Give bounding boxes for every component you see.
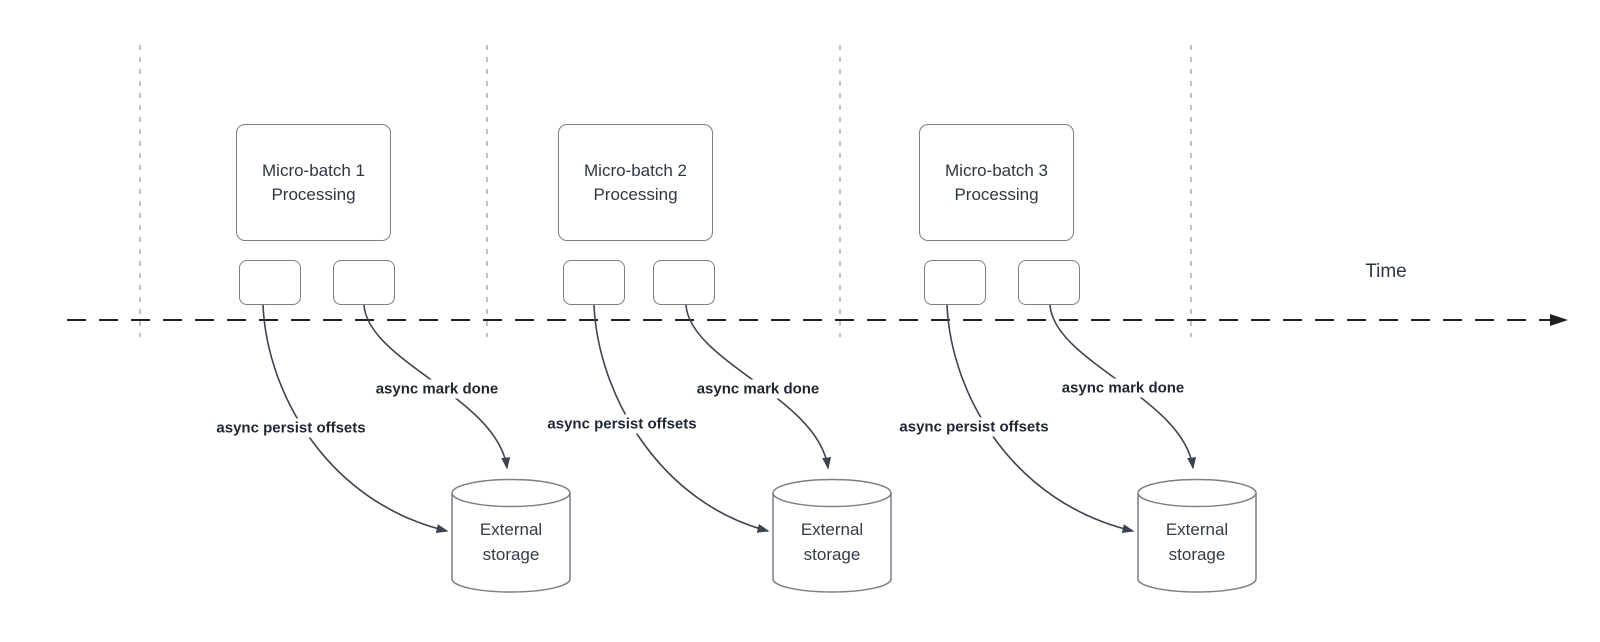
microbatch-1-done-task-box	[333, 260, 395, 305]
external-storage-cylinder-3: External storage	[1137, 478, 1257, 594]
microbatch-3-title: Micro-batch 3 Processing	[945, 160, 1048, 204]
async-mark-done-label-3: async mark done	[1057, 378, 1189, 398]
microbatch-2-offset-task-box	[563, 260, 625, 305]
async-persist-offsets-label-2: async persist offsets	[543, 414, 701, 434]
async-persist-offsets-label-3: async persist offsets	[895, 417, 1053, 437]
microbatch-3-done-task-box	[1018, 260, 1080, 305]
external-storage-cylinder-2: External storage	[772, 478, 892, 594]
microbatch-1-offset-task-box	[239, 260, 301, 305]
persist-offsets-arrow-1	[262, 304, 449, 533]
microbatch-3-offset-task-box	[924, 260, 986, 305]
microbatch-2-processing-box: Micro-batch 2 Processing	[558, 124, 713, 241]
microbatch-2-title: Micro-batch 2 Processing	[584, 160, 687, 204]
time-axis-label: Time	[1365, 261, 1407, 282]
microbatch-2-done-task-box	[653, 260, 715, 305]
cylinder-shape	[451, 478, 571, 593]
external-storage-cylinder-1: External storage	[451, 478, 571, 594]
persist-offsets-arrow-2	[593, 304, 770, 533]
async-mark-done-label-1: async mark done	[371, 379, 503, 399]
microbatch-3-processing-box: Micro-batch 3 Processing	[919, 124, 1074, 241]
microbatch-1-processing-box: Micro-batch 1 Processing	[236, 124, 391, 241]
microbatch-1-title: Micro-batch 1 Processing	[262, 160, 365, 204]
persist-offsets-arrow-3	[946, 304, 1135, 533]
async-persist-offsets-label-1: async persist offsets	[212, 418, 370, 438]
cylinder-shape	[1137, 478, 1257, 593]
external-storage-label-2: External storage	[800, 520, 864, 564]
external-storage-label-3: External storage	[1165, 520, 1229, 564]
cylinder-shape	[772, 478, 892, 593]
external-storage-label-1: External storage	[479, 520, 543, 564]
async-mark-done-label-2: async mark done	[692, 379, 824, 399]
